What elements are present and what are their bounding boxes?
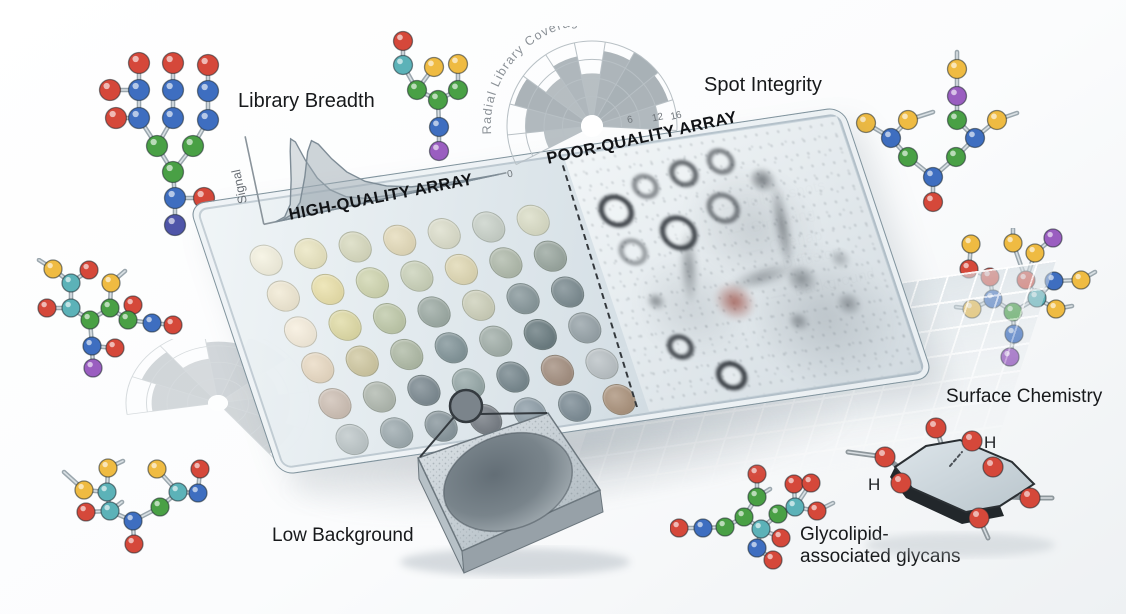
array-spot [313, 385, 356, 422]
radial-tick: 6 [626, 114, 634, 126]
array-spot [334, 229, 377, 265]
array-spot [430, 330, 473, 366]
spot-integrity-label: Spot Integrity [704, 74, 822, 96]
surface-chemistry-label: Surface Chemistry [946, 386, 1103, 407]
glycolipid-label-line1: Glycolipid- [800, 524, 889, 545]
array-spot [331, 421, 374, 458]
array-spot [536, 352, 579, 389]
array-spot [262, 278, 305, 314]
array-spot [529, 238, 572, 274]
array-spot [420, 408, 463, 444]
array-spot [324, 307, 367, 344]
array-spot [447, 365, 490, 402]
signal-distribution-chart: Signal [229, 136, 507, 226]
array-spot [296, 350, 339, 386]
signal-axis-label: Signal [229, 168, 250, 205]
array-spot [563, 310, 606, 346]
array-spot [413, 294, 456, 330]
glycan-structure-1 [98, 51, 220, 237]
array-spot [509, 395, 552, 431]
glycan-structure-5 [61, 458, 210, 554]
array-spot [519, 316, 562, 353]
radial-tick-0: 0 [506, 168, 514, 180]
array-spot [474, 323, 517, 359]
glycan-structure-3 [855, 49, 1020, 213]
array-spot [512, 202, 555, 239]
array-spot [341, 343, 384, 379]
array-spot [467, 209, 510, 245]
array-spot [546, 274, 589, 310]
array-spot [440, 251, 483, 288]
array-spot [491, 359, 534, 395]
array-spot [306, 271, 349, 308]
array-spot [402, 372, 445, 409]
array-spot [553, 388, 596, 425]
block-shadow [400, 548, 630, 576]
glycolipid-label: Glycolipid- associated glycans [800, 524, 961, 568]
array-spot [395, 258, 438, 294]
array-spot [457, 287, 500, 324]
array-spot [358, 379, 401, 415]
array-spot [378, 222, 421, 259]
array-spot [464, 401, 507, 438]
radial-tick: 12 [651, 111, 665, 124]
array-spot [423, 215, 466, 252]
glycan-structure-4 [36, 258, 183, 378]
radial-tick: 16 [670, 110, 684, 123]
array-spot [368, 300, 411, 337]
library-breadth-label: Library Breadth [238, 90, 375, 112]
glycolipid-label-line2: associated glycans [800, 546, 961, 567]
array-spot [580, 345, 623, 382]
array-spot [351, 265, 394, 301]
array-spot [375, 415, 418, 451]
glycan-structure-2 [392, 30, 469, 162]
array-spot [385, 336, 428, 373]
array-spot [279, 314, 322, 350]
array-spot [484, 245, 527, 281]
low-background-label: Low Background [272, 525, 414, 546]
array-spot [502, 280, 545, 317]
